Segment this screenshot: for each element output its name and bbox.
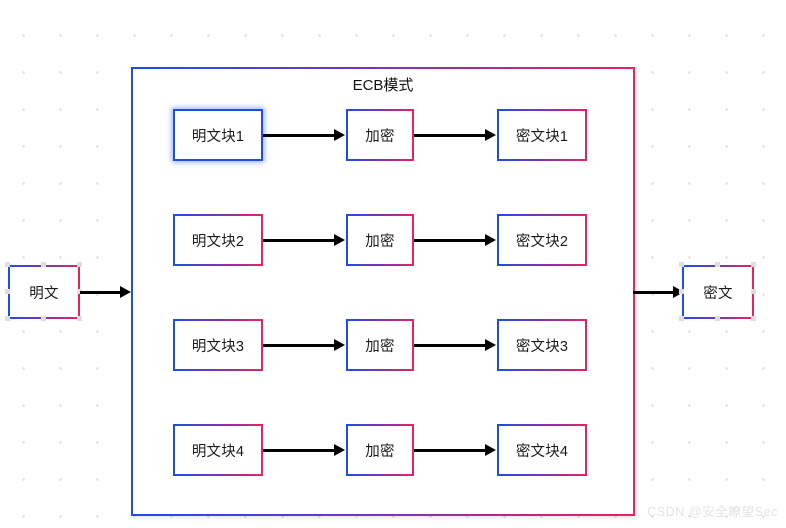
node-encrypt-1[interactable]: 加密 — [346, 109, 414, 161]
csdn-watermark: CSDN @安全瞭望Sec — [647, 505, 778, 519]
node-plaintext-block-3-label: 明文块3 — [175, 321, 261, 369]
selection-handle[interactable] — [679, 262, 684, 267]
selection-handle[interactable] — [751, 262, 756, 267]
node-ciphertext-block-1[interactable]: 密文块1 — [497, 109, 587, 161]
node-plaintext-block-4-label: 明文块4 — [175, 426, 261, 474]
node-ciphertext-block-3[interactable]: 密文块3 — [497, 319, 587, 371]
selection-handle[interactable] — [41, 316, 46, 321]
selection-handle[interactable] — [41, 262, 46, 267]
node-plaintext-block-3[interactable]: 明文块3 — [173, 319, 263, 371]
selection-handle[interactable] — [751, 316, 756, 321]
node-plaintext-block-2-label: 明文块2 — [175, 216, 261, 264]
ecb-mode-title: ECB模式 — [352, 77, 414, 94]
node-encrypt-3-label: 加密 — [348, 321, 412, 369]
selection-handle[interactable] — [5, 262, 10, 267]
node-ciphertext-block-1-label: 密文块1 — [499, 111, 585, 159]
selection-handle[interactable] — [679, 316, 684, 321]
node-plaintext-block-2[interactable]: 明文块2 — [173, 214, 263, 266]
selection-handle[interactable] — [77, 289, 82, 294]
selection-handle[interactable] — [715, 316, 720, 321]
node-ciphertext-output-label: 密文 — [684, 267, 752, 317]
node-plaintext-block-1-label: 明文块1 — [175, 111, 261, 159]
node-ciphertext-block-3-label: 密文块3 — [499, 321, 585, 369]
selection-handle[interactable] — [77, 262, 82, 267]
node-ciphertext-block-4[interactable]: 密文块4 — [497, 424, 587, 476]
node-encrypt-3[interactable]: 加密 — [346, 319, 414, 371]
selection-handle[interactable] — [679, 289, 684, 294]
node-ciphertext-block-2[interactable]: 密文块2 — [497, 214, 587, 266]
node-encrypt-4-label: 加密 — [348, 426, 412, 474]
node-plaintext-input-label: 明文 — [10, 267, 78, 317]
node-ciphertext-output[interactable]: 密文 — [682, 265, 754, 319]
node-ciphertext-block-2-label: 密文块2 — [499, 216, 585, 264]
node-encrypt-2[interactable]: 加密 — [346, 214, 414, 266]
node-encrypt-4[interactable]: 加密 — [346, 424, 414, 476]
node-ciphertext-block-4-label: 密文块4 — [499, 426, 585, 474]
node-plaintext-input[interactable]: 明文 — [8, 265, 80, 319]
node-plaintext-block-4[interactable]: 明文块4 — [173, 424, 263, 476]
selection-handle[interactable] — [5, 289, 10, 294]
selection-handle[interactable] — [715, 262, 720, 267]
node-encrypt-2-label: 加密 — [348, 216, 412, 264]
selection-handle[interactable] — [751, 289, 756, 294]
selection-handle[interactable] — [77, 316, 82, 321]
selection-handle[interactable] — [5, 316, 10, 321]
node-encrypt-1-label: 加密 — [348, 111, 412, 159]
arrow-input-to-container — [80, 286, 131, 298]
arrow-container-to-output — [633, 286, 685, 298]
node-plaintext-block-1[interactable]: 明文块1 — [173, 109, 263, 161]
